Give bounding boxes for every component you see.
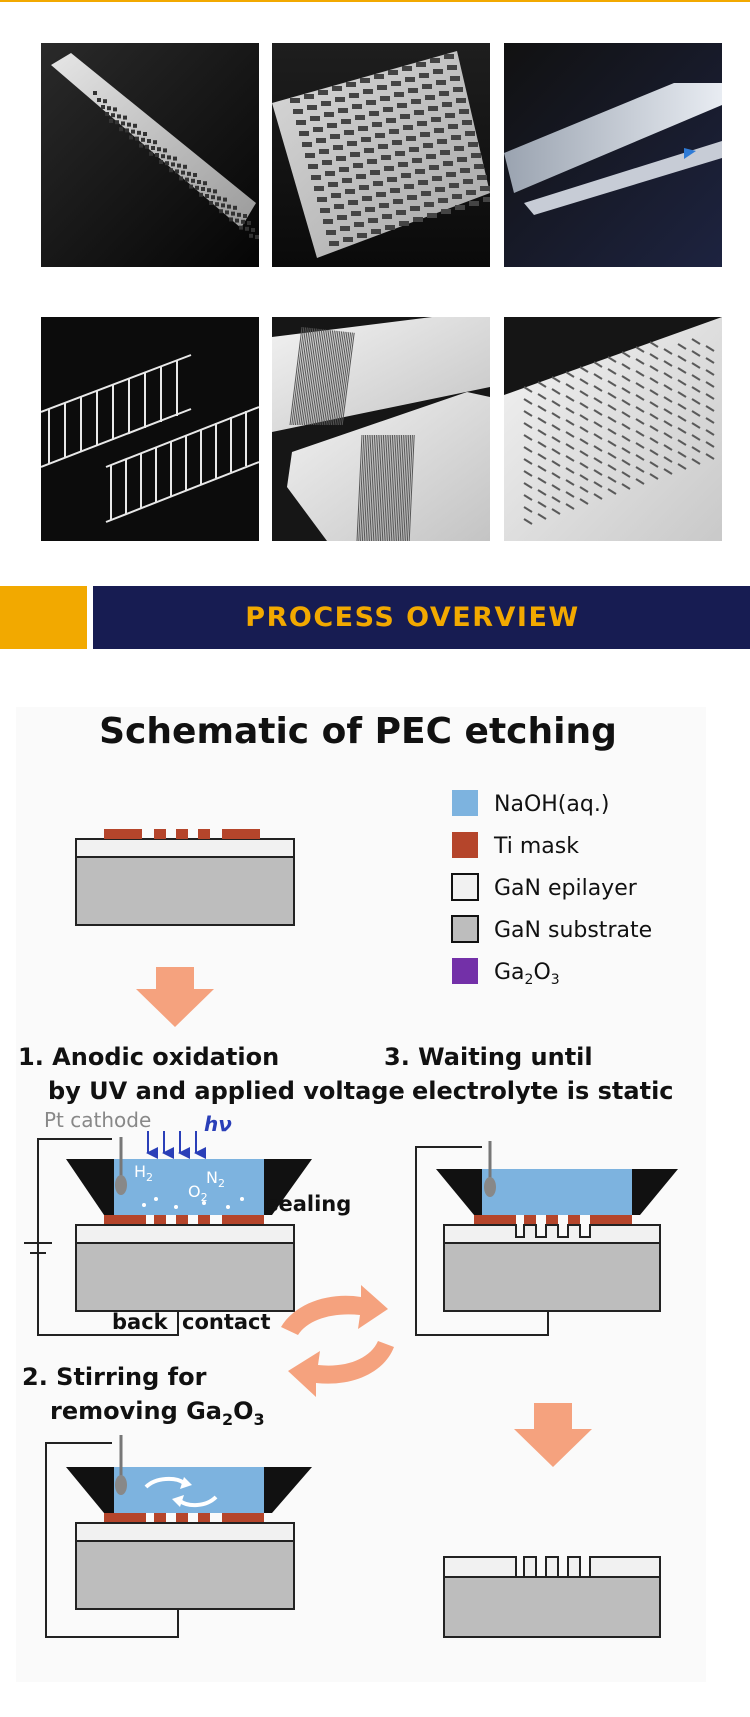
product-photo-lead-frames xyxy=(41,317,259,541)
product-photo-chevron-sheet xyxy=(504,317,722,541)
step3-title: 3. Waiting until xyxy=(384,1043,593,1071)
label-pt-cathode: Pt cathode xyxy=(44,1108,151,1132)
legend-swatch-epilayer xyxy=(451,873,479,901)
pec-etching-schematic: Schematic of PEC etching NaOH(aq.) Ti ma… xyxy=(16,707,706,1682)
legend-swatch-ti-mask xyxy=(452,832,478,858)
label-hv: hν xyxy=(204,1112,232,1136)
schematic-title: Schematic of PEC etching xyxy=(99,711,617,752)
wafer-final xyxy=(443,1556,661,1638)
legend-swatch-naoh xyxy=(452,790,478,816)
top-accent-rule xyxy=(0,0,750,2)
legend-label-epilayer: GaN epilayer xyxy=(494,876,638,901)
banner-accent-block xyxy=(0,586,87,649)
legend-label-ti-mask: Ti mask xyxy=(493,834,579,859)
step1-subtitle: by UV and applied voltage xyxy=(48,1077,405,1105)
down-arrow-1 xyxy=(136,967,214,1027)
legend-swatch-ga2o3 xyxy=(452,958,478,984)
product-photo-line-cards xyxy=(272,317,490,541)
step1-title: 1. Anodic oxidation xyxy=(18,1043,279,1071)
down-arrow-2 xyxy=(514,1403,592,1467)
step3-diagram xyxy=(415,1141,678,1336)
label-sealing: sealing xyxy=(266,1192,351,1216)
wafer-initial xyxy=(75,829,295,926)
label-n2: N2 xyxy=(206,1168,225,1190)
product-photo-slot-grid xyxy=(272,43,490,267)
step2-title: 2. Stirring for xyxy=(22,1363,207,1391)
step3-subtitle: electrolyte is static xyxy=(412,1077,674,1105)
step2-diagram xyxy=(45,1435,312,1638)
section-banner: PROCESS OVERVIEW xyxy=(93,586,750,649)
legend-swatch-substrate xyxy=(451,915,479,943)
banner-title: PROCESS OVERVIEW xyxy=(245,602,580,633)
legend-label-substrate: GaN substrate xyxy=(494,918,652,943)
label-o2: O2 xyxy=(188,1182,208,1204)
label-contact: contact xyxy=(182,1310,271,1334)
step2-subtitle: removing Ga2O3 xyxy=(50,1397,265,1429)
legend-label-naoh: NaOH(aq.) xyxy=(494,792,609,817)
label-h2: H2 xyxy=(134,1162,153,1184)
product-photo-nameplates xyxy=(504,43,722,267)
legend-label-ga2o3: Ga2O3 xyxy=(494,960,560,988)
product-photo-perforated-strip xyxy=(41,43,259,267)
legend: NaOH(aq.) Ti mask GaN epilayer GaN subst… xyxy=(451,790,652,988)
step1-diagram: Pt cathode hν H2 O2 N2 sealing back cont… xyxy=(24,1108,351,1336)
cycle-arrows xyxy=(281,1285,394,1397)
label-back: back xyxy=(112,1310,169,1334)
